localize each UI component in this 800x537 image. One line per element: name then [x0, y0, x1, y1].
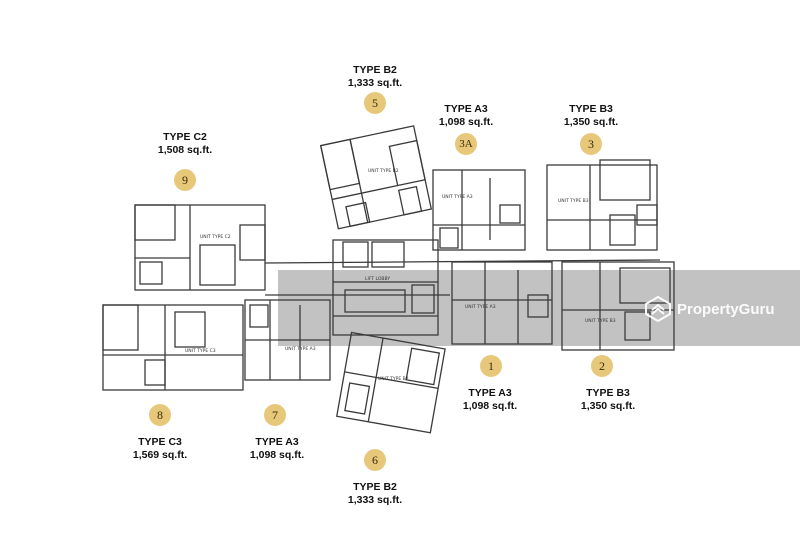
lift-core-plan	[332, 239, 439, 336]
unit-type: TYPE B2	[353, 481, 397, 493]
unit-2-label: TYPE B3 1,350 sq.ft.	[548, 387, 668, 413]
unit-area: 1,350 sq.ft.	[580, 400, 636, 412]
propertyguru-watermark: PropertyGuru	[645, 296, 775, 322]
plan-label-a3-top: UNIT TYPE A3	[442, 194, 473, 200]
unit-6-plan	[336, 331, 446, 434]
unit-area: 1,098 sq.ft.	[438, 116, 494, 128]
unit-type: TYPE C3	[138, 436, 182, 448]
unit-1-label: TYPE A3 1,098 sq.ft.	[430, 387, 550, 413]
unit-type: TYPE B3	[586, 387, 630, 399]
unit-5-badge: 5	[364, 92, 386, 114]
unit-area: 1,333 sq.ft.	[347, 494, 403, 506]
unit-area: 1,569 sq.ft.	[132, 449, 188, 461]
unit-9-badge: 9	[174, 169, 196, 191]
unit-2-badge: 2	[591, 355, 613, 377]
watermark-band	[278, 270, 800, 346]
plan-label-b3-right: UNIT TYPE B3	[585, 318, 616, 324]
unit-7-badge: 7	[264, 404, 286, 426]
unit-5-plan	[319, 125, 433, 230]
unit-area: 1,098 sq.ft.	[462, 400, 518, 412]
unit-9-plan	[134, 204, 266, 291]
unit-area: 1,350 sq.ft.	[563, 116, 619, 128]
plan-label-a3-right: UNIT TYPE A3	[465, 304, 496, 310]
unit-8-plan	[102, 304, 244, 391]
unit-3-label: TYPE B3 1,350 sq.ft.	[531, 103, 651, 129]
unit-area: 1,333 sq.ft.	[347, 77, 403, 89]
unit-3-badge: 3	[580, 133, 602, 155]
plan-label-b3-top: UNIT TYPE B3	[558, 198, 589, 204]
plan-label-a3-left: UNIT TYPE A3	[285, 346, 316, 352]
propertyguru-logo-icon	[645, 296, 671, 322]
unit-type: TYPE B3	[569, 103, 613, 115]
unit-type: TYPE A3	[255, 436, 299, 448]
unit-3a-plan	[432, 169, 526, 251]
unit-type: TYPE A3	[444, 103, 488, 115]
unit-3a-label: TYPE A3 1,098 sq.ft.	[406, 103, 526, 129]
unit-9-label: TYPE C2 1,508 sq.ft.	[125, 131, 245, 157]
plan-label-c2: UNIT TYPE C2	[200, 234, 231, 240]
unit-6-badge: 6	[364, 449, 386, 471]
unit-7-plan	[244, 299, 331, 381]
plan-label-c3: UNIT TYPE C3	[185, 348, 216, 354]
unit-area: 1,508 sq.ft.	[157, 144, 213, 156]
unit-1-plan	[451, 261, 553, 345]
unit-1-badge: 1	[480, 355, 502, 377]
plan-label-b2-top: UNIT TYPE B2	[368, 168, 399, 174]
unit-5-label: TYPE B2 1,333 sq.ft.	[315, 64, 435, 90]
unit-type: TYPE B2	[353, 64, 397, 76]
unit-type: TYPE A3	[468, 387, 512, 399]
plan-label-b2-bottom: UNIT TYPE B2	[378, 376, 409, 382]
unit-3-plan	[546, 159, 658, 251]
unit-3a-badge: 3A	[455, 133, 477, 155]
plan-label-lift-lobby: LIFT LOBBY	[365, 276, 390, 282]
unit-7-label: TYPE A3 1,098 sq.ft.	[217, 436, 337, 462]
unit-area: 1,098 sq.ft.	[249, 449, 305, 461]
unit-6-label: TYPE B2 1,333 sq.ft.	[315, 481, 435, 507]
watermark-text: PropertyGuru	[677, 300, 775, 318]
unit-type: TYPE C2	[163, 131, 207, 143]
unit-8-badge: 8	[149, 404, 171, 426]
unit-8-label: TYPE C3 1,569 sq.ft.	[100, 436, 220, 462]
